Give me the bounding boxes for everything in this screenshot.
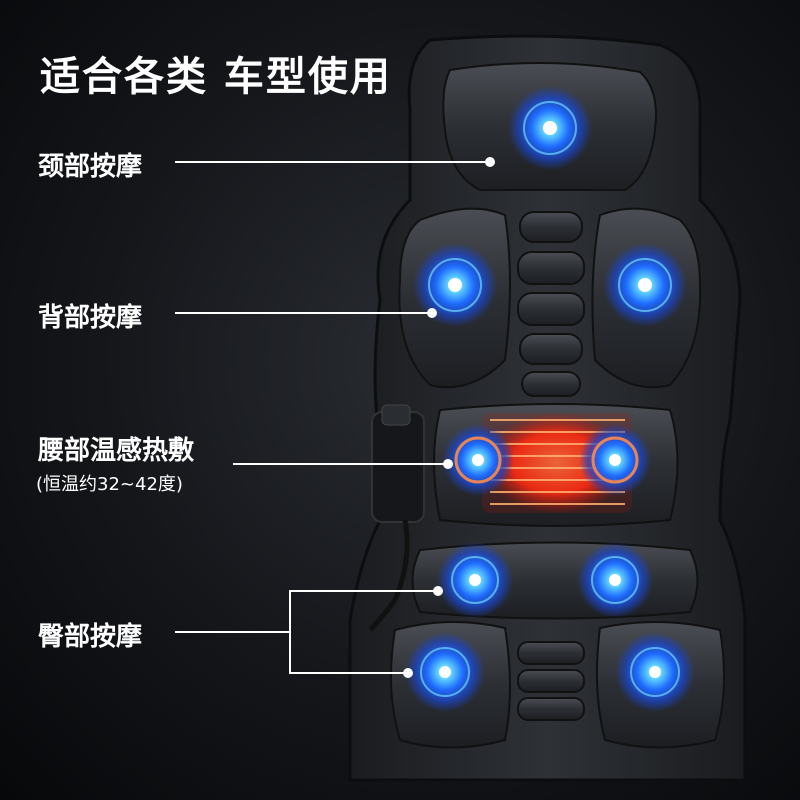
seat-center-rolls xyxy=(517,641,585,721)
massage-node-waist-left xyxy=(442,424,514,496)
massage-node-back-right xyxy=(603,243,687,327)
label-waist-temperature: (恒温约32~42度) xyxy=(36,474,183,495)
callout-hip xyxy=(175,590,438,674)
massage-node-neck xyxy=(508,86,592,170)
massage-node-hip-lower-right xyxy=(615,632,695,712)
label-neck-massage: 颈部按摩 xyxy=(38,152,143,182)
massage-node-hip-upper-left xyxy=(437,542,513,618)
massage-node-back-left xyxy=(413,243,497,327)
label-waist-heat: 腰部温感热敷 xyxy=(38,436,195,466)
back-center-rolls xyxy=(517,211,585,397)
label-hip-massage: 臀部按摩 xyxy=(38,622,143,652)
massage-nodes xyxy=(405,86,695,712)
massage-node-hip-upper-right xyxy=(577,542,653,618)
remote-controller xyxy=(368,404,425,632)
callout-lines xyxy=(175,157,495,678)
massage-node-hip-lower-left xyxy=(405,632,485,712)
massage-node-waist-right xyxy=(579,424,651,496)
headline: 适合各类 车型使用 xyxy=(40,54,392,100)
label-back-massage: 背部按摩 xyxy=(38,303,143,333)
